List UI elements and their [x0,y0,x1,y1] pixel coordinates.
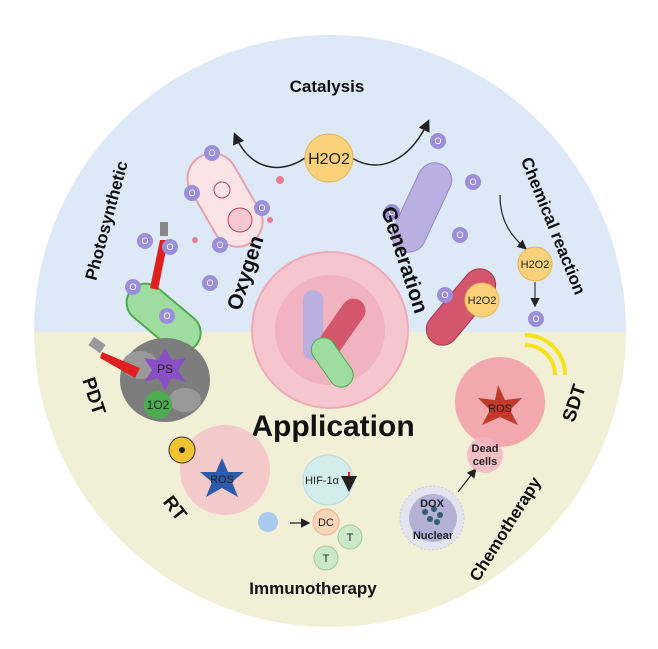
svg-text:O: O [206,278,213,288]
ps-label: PS [157,362,173,376]
tumor-cluster [251,251,409,409]
svg-text:O: O [216,240,223,250]
svg-text:O: O [163,311,170,321]
svg-text:O: O [532,314,539,324]
h2o2-molecule-b [464,282,500,318]
dc-cell [312,508,340,536]
t1-label: T [347,532,354,544]
dox-molecules [422,506,443,525]
svg-text:O: O [434,136,441,146]
h2o2-molecule [304,133,354,183]
catalase-bacterium [186,152,284,248]
dead-label: Dead [472,443,499,455]
rt-illustration [168,425,270,515]
svg-text:O: O [188,188,195,198]
immature-cell [258,512,278,532]
svg-text:O: O [456,230,463,240]
t2-label: T [323,553,330,565]
h2o2-molecule-a [517,246,553,282]
dox-label: DOX [420,498,445,510]
radiation-icon [179,447,185,453]
h2o2-a-label: H2O2 [521,259,550,271]
catalysis-label: Catalysis [290,77,365,96]
t-cell-2 [313,545,339,571]
svg-text:O: O [166,242,173,252]
svg-text:O: O [141,236,148,246]
h2o2-b-label: H2O2 [468,295,497,307]
svg-text:O: O [441,290,448,300]
cells-label: cells [473,456,497,468]
svg-text:O: O [208,148,215,158]
pdt-illustration [88,336,210,422]
oxygen-bubbles: O O O O O O O O O O O O O O O [125,133,544,327]
laser-beam [150,240,168,290]
ros-sdt-label: ROS [488,403,512,415]
dc-label: DC [318,517,334,529]
t-cell-1 [337,524,363,550]
svg-text:O: O [258,203,265,213]
application-label: Application [251,410,414,443]
immunotherapy-label: Immunotherapy [249,579,377,598]
sdt-illustration [455,333,567,447]
ros-rt-label: ROS [210,474,234,486]
singlet-oxygen-label: 1O2 [147,398,170,412]
svg-text:O: O [129,282,136,292]
dead-cells [467,437,503,473]
nucleus [409,494,457,542]
h2o2-main-label: H2O2 [308,151,350,168]
svg-text:O: O [388,207,395,217]
laser-icon [160,222,168,236]
purple-bacterium [391,162,453,253]
hif-label: HIF-1α [305,475,340,487]
svg-text:O: O [469,177,476,187]
nuclear-label: Nuclear [413,530,454,542]
